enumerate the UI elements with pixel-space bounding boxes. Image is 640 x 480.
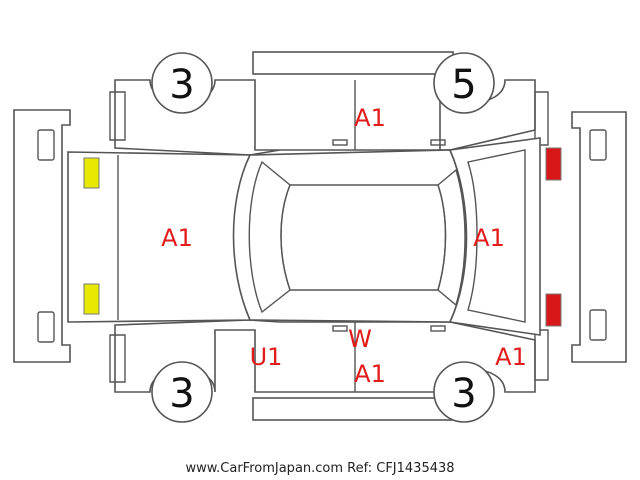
tire-rear-right-label: 5 <box>451 62 476 108</box>
tire-rear-left: 3 <box>433 361 495 423</box>
tire-front-left: 3 <box>151 361 213 423</box>
front-right-lamp-marker <box>83 283 100 315</box>
trunk <box>448 137 541 336</box>
code-trunk: A1 <box>473 224 505 252</box>
code-right-doors: A1 <box>354 104 386 132</box>
front-bumper <box>13 109 71 363</box>
tire-front-left-label: 3 <box>169 371 194 417</box>
right-roof-strip <box>252 51 454 75</box>
rear-right-lamp-marker <box>545 293 562 327</box>
rear-bumper <box>571 111 627 363</box>
tire-front-right: 3 <box>151 52 213 114</box>
code-left-front-fender: U1 <box>250 343 283 371</box>
tire-front-right-label: 3 <box>169 62 194 108</box>
tire-rear-left-label: 3 <box>451 371 476 417</box>
code-left-doors: A1 <box>354 360 386 388</box>
code-right-rear-quarter: A1 <box>495 343 527 371</box>
code-hood: A1 <box>161 224 193 252</box>
tire-rear-right: 5 <box>433 52 495 114</box>
rear-left-lamp-marker <box>545 147 562 181</box>
footer-reference: www.CarFromJapan.com Ref: CFJ1435438 <box>185 461 454 476</box>
code-windshield: W <box>348 325 372 353</box>
front-left-lamp-marker <box>83 157 100 189</box>
cabin <box>232 149 468 323</box>
left-roof-strip <box>252 397 454 421</box>
